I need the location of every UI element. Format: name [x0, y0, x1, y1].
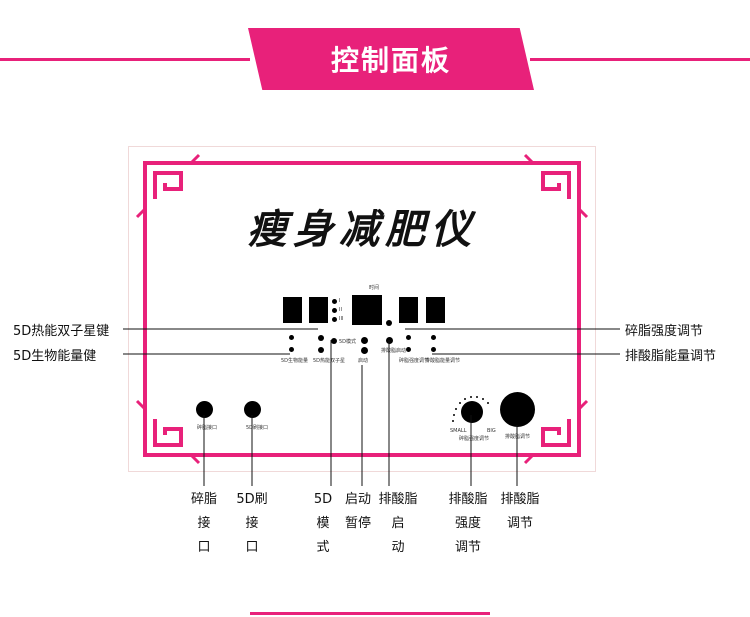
port-brush[interactable]: [244, 401, 261, 418]
callout-bottom-7-a: 排酸脂: [500, 492, 540, 507]
header-banner: [248, 28, 534, 90]
panel-title: 瘦身减肥仪: [247, 206, 477, 253]
callout-right-2: 排酸脂能量调节: [625, 349, 717, 364]
callout-bottom-4: 启动暂停: [338, 488, 378, 536]
button-k2-a[interactable]: [289, 335, 294, 340]
label-small: SMALL: [450, 428, 467, 434]
header-line-left: [0, 58, 250, 61]
control-panel: 瘦身减肥仪 时间 I II III 5D生物能量 5D热能双子星 5D模式 启动…: [128, 146, 596, 472]
header-line-right: [530, 58, 750, 61]
roman-2: II: [339, 307, 342, 313]
callout-bottom-5-a: 排酸脂: [378, 492, 418, 507]
callout-right-1: 碎脂强度调节: [625, 324, 704, 339]
callout-bottom-2-b: 接: [245, 516, 259, 531]
indicator-3: [332, 317, 337, 322]
callout-bottom-1-c: 口: [197, 540, 211, 555]
time-label: 时间: [369, 285, 380, 291]
port-fat[interactable]: [196, 401, 213, 418]
knob-ticks: [452, 396, 489, 422]
callout-bottom-7-b: 调节: [506, 516, 533, 531]
callout-bottom-4-a: 启动: [344, 492, 371, 507]
callout-bottom-2-c: 口: [245, 540, 259, 555]
callout-bottom-7: 排酸脂调节: [492, 488, 548, 536]
callout-bottom-1: 碎脂接口: [180, 488, 228, 560]
callout-bottom-3: 5D 模式: [309, 488, 337, 560]
display-2: [309, 297, 328, 323]
knob-acid[interactable]: [500, 392, 535, 427]
display-1: [283, 297, 302, 323]
callout-bottom-2: 5D刷接口: [228, 488, 276, 560]
callout-bottom-6: 排酸脂强度调节: [440, 488, 496, 560]
indicator-1: [332, 299, 337, 304]
display-3: [399, 297, 418, 323]
callout-bottom-1-b: 接: [197, 516, 211, 531]
callout-left-1: 5D热能双子星键: [13, 324, 110, 339]
label-k7: 排酸脂能量调节: [425, 358, 461, 364]
button-k6-b[interactable]: [406, 347, 411, 352]
label-k4: 启动: [358, 358, 369, 364]
label-k3: 5D模式: [339, 339, 357, 345]
callout-bottom-6-c: 调节: [454, 540, 481, 555]
callout-bottom-3-b: 模: [316, 516, 330, 531]
label-k1: 5D生物能量: [281, 358, 309, 364]
label-k5: 排酸脂启动: [381, 348, 407, 354]
label-port1: 碎脂接口: [197, 425, 218, 431]
display-4: [426, 297, 445, 323]
callout-bottom-6-a: 排酸脂: [448, 492, 488, 507]
callout-bottom-6-b: 强度: [454, 516, 481, 531]
button-mode[interactable]: [331, 338, 337, 344]
button-acid-start[interactable]: [386, 337, 393, 344]
callout-bottom-5-c: 动: [391, 540, 405, 555]
label-k2: 5D热能双子星: [313, 358, 346, 364]
indicator-2: [332, 308, 337, 313]
label-k6: 碎脂强度调节: [399, 358, 430, 364]
callout-bottom-1-a: 碎脂: [190, 492, 217, 507]
callout-left-2: 5D生物能量健: [13, 349, 97, 364]
roman-3: III: [339, 316, 344, 322]
header-title: 控制面板: [330, 44, 451, 77]
callout-bottom-3-a: 5D: [313, 492, 333, 507]
button-start-2[interactable]: [361, 347, 368, 354]
button-k2-b[interactable]: [289, 347, 294, 352]
button-k7-b[interactable]: [431, 347, 436, 352]
button-k6-a[interactable]: [406, 335, 411, 340]
button-k3-a[interactable]: [318, 335, 324, 341]
button-start[interactable]: [361, 337, 368, 344]
callout-bottom-5-b: 启: [391, 516, 405, 531]
callout-bottom-2-a: 5D刷: [236, 492, 268, 507]
label-port2: 5D刷接口: [246, 425, 269, 431]
indicator-center: [386, 320, 392, 326]
callout-bottom-5: 排酸脂启动: [370, 488, 426, 560]
label-knob2: 排酸脂调节: [505, 434, 531, 440]
roman-1: I: [339, 298, 341, 304]
label-big: BIG: [487, 428, 496, 434]
callout-bottom-3-c: 式: [316, 540, 330, 555]
display-timer: [352, 295, 382, 325]
button-k7-a[interactable]: [431, 335, 436, 340]
button-k3-b[interactable]: [318, 347, 324, 353]
label-knob1: 碎脂强度调节: [459, 436, 490, 442]
footer-line: [250, 612, 490, 615]
callout-bottom-4-b: 暂停: [344, 516, 371, 531]
knob-fat-strength[interactable]: [461, 401, 483, 423]
